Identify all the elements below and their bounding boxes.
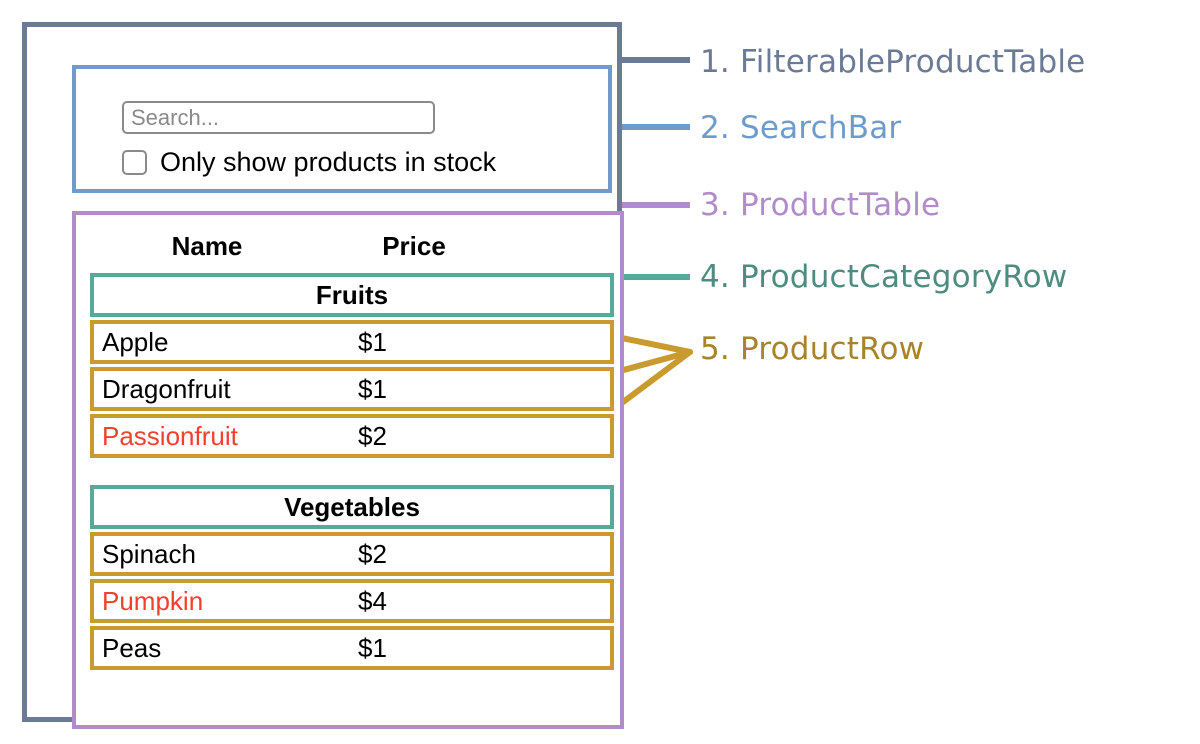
product-name: Passionfruit: [102, 420, 238, 451]
product-name: Dragonfruit: [102, 373, 231, 404]
product-category-row: Fruits: [90, 273, 614, 317]
product-price: $2: [358, 420, 387, 451]
product-price: $2: [358, 538, 387, 569]
product-rows-area: Fruits Apple $1 Dragonfruit $1 Passionfr…: [90, 273, 614, 673]
only-in-stock-checkbox[interactable]: [122, 150, 147, 175]
product-table-header: Name Price: [90, 223, 600, 269]
product-row[interactable]: Passionfruit $2: [90, 414, 614, 458]
legend-item-filterable-product-table: 1. FilterableProductTable: [700, 44, 1086, 80]
column-header-price: Price: [382, 230, 446, 261]
product-price: $1: [358, 373, 387, 404]
product-table-container: Name Price Fruits Apple $1 Dragonfruit $…: [72, 211, 624, 729]
product-name: Apple: [102, 326, 169, 357]
product-name: Peas: [102, 632, 162, 663]
product-row[interactable]: Dragonfruit $1: [90, 367, 614, 411]
column-header-name: Name: [171, 230, 243, 261]
product-name: Spinach: [102, 538, 196, 569]
search-bar-container: Only show products in stock: [72, 65, 612, 193]
product-price: $1: [358, 326, 387, 357]
legend-item-product-category-row: 4. ProductCategoryRow: [700, 259, 1068, 295]
product-price: $1: [358, 632, 387, 663]
product-name: Pumpkin: [102, 585, 204, 616]
legend-item-product-table: 3. ProductTable: [700, 187, 941, 223]
product-row[interactable]: Spinach $2: [90, 532, 614, 576]
product-category-row: Vegetables: [90, 485, 614, 529]
legend-item-search-bar: 2. SearchBar: [700, 110, 902, 146]
filterable-product-table-container: Only show products in stock Name Price F…: [22, 22, 624, 729]
legend-item-product-row: 5. ProductRow: [700, 331, 925, 367]
product-row[interactable]: Peas $1: [90, 626, 614, 670]
product-row[interactable]: Pumpkin $4: [90, 579, 614, 623]
only-in-stock-label: Only show products in stock: [160, 147, 497, 177]
product-row[interactable]: Apple $1: [90, 320, 614, 364]
search-input[interactable]: [122, 101, 435, 134]
product-price: $4: [358, 585, 387, 616]
stock-filter-row[interactable]: Only show products in stock: [122, 149, 496, 176]
